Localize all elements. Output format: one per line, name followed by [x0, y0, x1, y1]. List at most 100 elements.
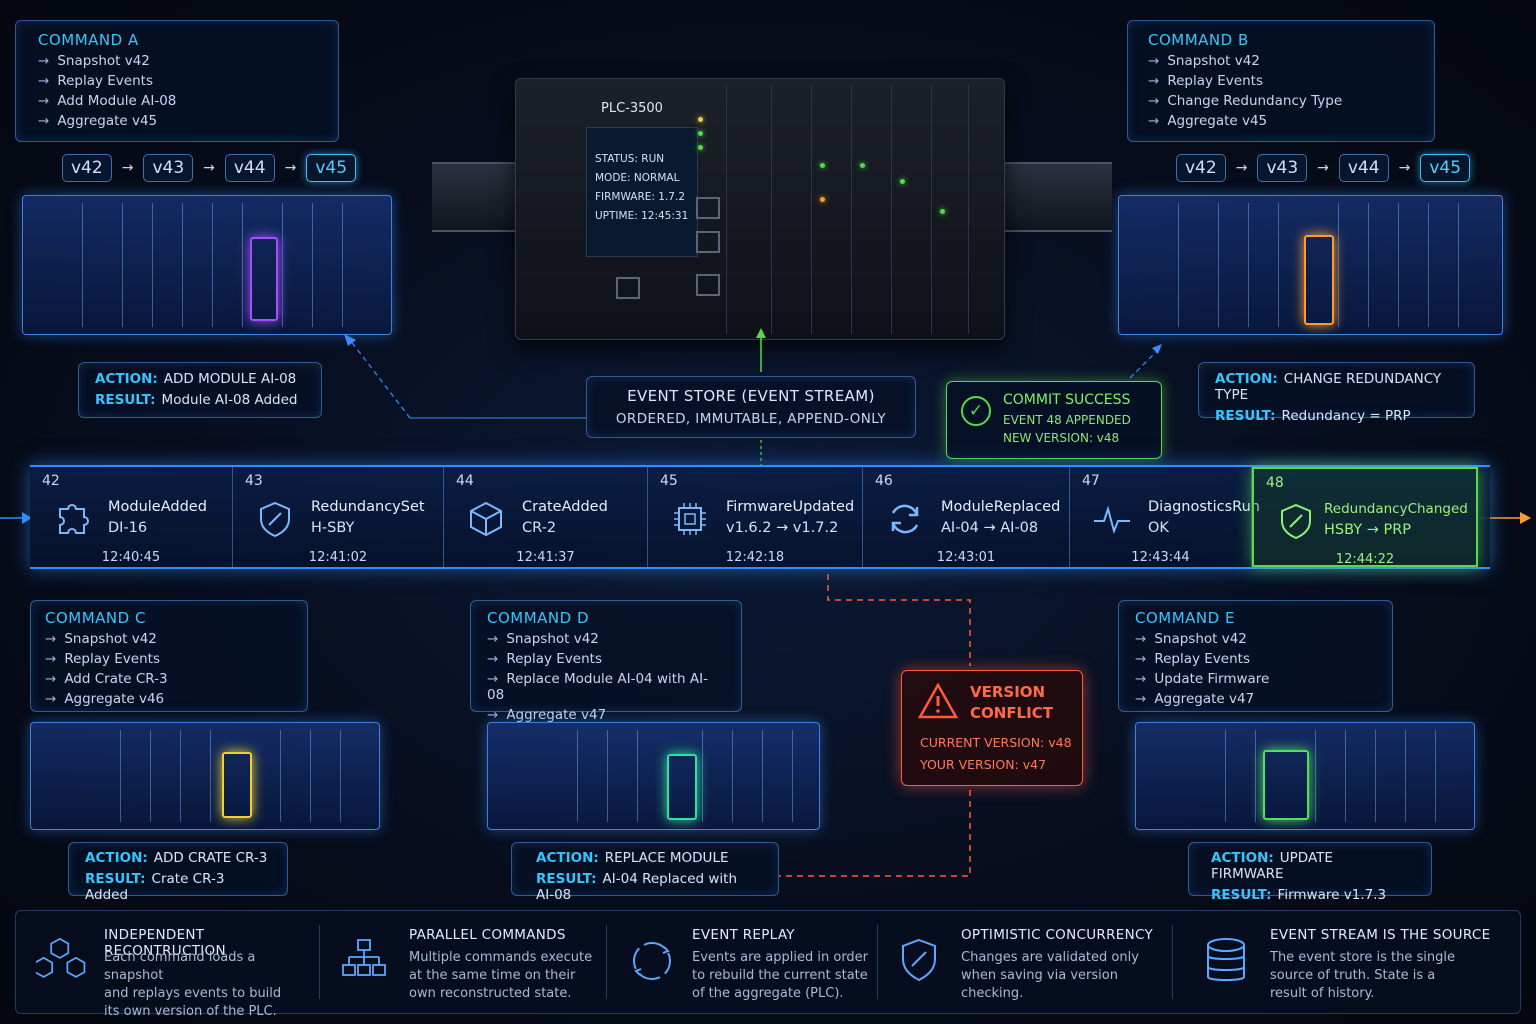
- conflict-title-1: VERSION: [970, 683, 1046, 701]
- added-crate-highlight: [222, 752, 252, 818]
- ethernet-port-icon: [696, 231, 720, 253]
- command-step: →Aggregate v46: [45, 691, 165, 707]
- command-step: →Snapshot v42: [45, 631, 157, 647]
- arrow-right-icon: →: [284, 160, 297, 176]
- commit-line-1: EVENT 48 APPENDED: [1003, 413, 1131, 427]
- puzzle-icon: [59, 504, 89, 534]
- arrow-right-icon: →: [1398, 160, 1411, 176]
- redundancy-module-highlight: [1304, 235, 1334, 325]
- shield-icon: [902, 938, 936, 982]
- command-d-title: COMMAND D: [487, 609, 590, 627]
- command-b-versions: v42 → v43 → v44 → v45: [1176, 154, 1471, 182]
- command-d-panel: COMMAND D →Snapshot v42 →Replay Events →…: [470, 600, 742, 723]
- command-c-panel: COMMAND C →Snapshot v42 →Replay Events →…: [30, 600, 308, 712]
- command-step: →Replay Events: [38, 73, 153, 89]
- status-led-icon: [698, 145, 703, 150]
- command-step: →Snapshot v42: [38, 53, 150, 69]
- plc-mode: MODE: NORMAL: [595, 172, 680, 184]
- commit-line-2: NEW VERSION: v48: [1003, 431, 1120, 445]
- shield-icon: [260, 501, 290, 538]
- command-b-plc-rack: [1118, 195, 1503, 335]
- status-led-icon: [820, 197, 825, 202]
- command-step: →Change Redundancy Type: [1148, 93, 1343, 109]
- command-b-action-panel: ACTION:CHANGE REDUNDANCY TYPE RESULT:Red…: [1198, 362, 1475, 424]
- version-chip: v42: [1176, 154, 1226, 182]
- version-chip: v42: [62, 154, 112, 182]
- command-c-plc-rack: [30, 722, 380, 830]
- status-led-icon: [698, 131, 703, 136]
- command-step: →Replay Events: [1148, 73, 1263, 89]
- command-a-versions: v42→ v43→ v44→ v45: [62, 154, 357, 182]
- status-led-icon: [860, 163, 865, 168]
- check-circle-icon: ✓: [961, 396, 991, 426]
- arrow-right-icon: →: [1235, 160, 1248, 176]
- arrow-right-icon: →: [1317, 160, 1329, 176]
- pulse-icon: [1094, 505, 1130, 535]
- status-led-icon: [820, 163, 825, 168]
- refresh-icon: [891, 504, 919, 534]
- event-store-subtitle: ORDERED, IMMUTABLE, APPEND-ONLY: [615, 411, 887, 427]
- command-step: →Replay Events: [1135, 651, 1250, 667]
- command-step: →Add Crate CR-3: [45, 671, 168, 687]
- chip-icon: [674, 503, 706, 535]
- command-step: →Replay Events: [487, 651, 602, 667]
- principle-item: PARALLEL COMMANDS Multiple commands exec…: [321, 911, 606, 1013]
- ethernet-port-icon: [696, 274, 720, 296]
- version-conflict-panel: VERSION CONFLICT CURRENT VERSION: v48 YO…: [901, 670, 1083, 786]
- commit-success-panel: ✓ COMMIT SUCCESS EVENT 48 APPENDED NEW V…: [946, 381, 1162, 459]
- conflict-current: CURRENT VERSION: v48: [920, 735, 1072, 750]
- replaced-module-highlight: [667, 754, 697, 820]
- event-store-title: EVENT STORE (EVENT STREAM): [627, 387, 875, 405]
- cubes-icon: [36, 937, 86, 978]
- command-step: →Replay Events: [45, 651, 160, 667]
- shield-icon: [1281, 503, 1311, 540]
- command-step: →Aggregate v47: [487, 707, 607, 723]
- command-e-title: COMMAND E: [1135, 609, 1235, 627]
- command-e-panel: COMMAND E →Snapshot v42 →Replay Events →…: [1118, 600, 1393, 712]
- principle-item: EVENT STREAM IS THE SOURCE The event sto…: [1174, 911, 1520, 1013]
- command-step: →Aggregate v47: [1135, 691, 1255, 707]
- version-chip: v44: [224, 154, 275, 182]
- version-chip-current: v45: [306, 154, 357, 182]
- firmware-module-highlight: [1263, 750, 1309, 820]
- database-icon: [1207, 938, 1245, 981]
- commit-title: COMMIT SUCCESS: [1003, 392, 1131, 408]
- command-a-plc-rack: [22, 195, 392, 335]
- command-step: →Snapshot v42: [1148, 53, 1260, 69]
- command-b-panel: COMMAND B →Snapshot v42 →Replay Events →…: [1127, 20, 1435, 142]
- event-store-panel: EVENT STORE (EVENT STREAM) ORDERED, IMMU…: [586, 376, 916, 438]
- status-led-icon: [900, 179, 905, 184]
- command-e-plc-rack: [1135, 722, 1475, 830]
- version-chip: v43: [143, 154, 194, 182]
- status-led-icon: [698, 117, 703, 122]
- command-e-action-panel: ACTION:UPDATE FIRMWARE RESULT:Firmware v…: [1188, 842, 1432, 903]
- command-a-title: COMMAND A: [38, 31, 139, 49]
- ethernet-port-icon: [696, 197, 720, 219]
- warning-icon: [918, 683, 958, 719]
- plc-device: PLC-3500 STATUS: RUN MODE: NORMAL FIRMWA…: [515, 78, 1005, 340]
- plc-firmware: FIRMWARE: 1.7.2: [595, 191, 686, 203]
- status-led-icon: [940, 209, 945, 214]
- plc-model: PLC-3500: [601, 101, 663, 116]
- command-c-action-panel: ACTION:ADD CRATE CR-3 RESULT:Crate CR-3 …: [68, 842, 288, 903]
- principle-item: INDEPENDENT RECONTRUCTION Each command l…: [16, 911, 316, 1019]
- version-chip-current: v45: [1420, 154, 1471, 182]
- plc-status: STATUS: RUN: [595, 153, 665, 165]
- version-chip: v44: [1338, 154, 1389, 182]
- added-module-highlight: [250, 237, 278, 321]
- command-b-title: COMMAND B: [1148, 31, 1249, 49]
- plc-screen: STATUS: RUN MODE: NORMAL FIRMWARE: 1.7.2…: [586, 127, 698, 257]
- command-step: →Update Firmware: [1135, 671, 1270, 687]
- version-chip: v43: [1257, 154, 1308, 182]
- command-c-title: COMMAND C: [45, 609, 146, 627]
- conflict-title-2: CONFLICT: [970, 704, 1053, 722]
- plc-uptime: UPTIME: 12:45:31: [595, 210, 689, 222]
- command-step: →Aggregate v45: [38, 113, 158, 129]
- principle-item: EVENT REPLAY Events are applied in order…: [608, 911, 876, 1013]
